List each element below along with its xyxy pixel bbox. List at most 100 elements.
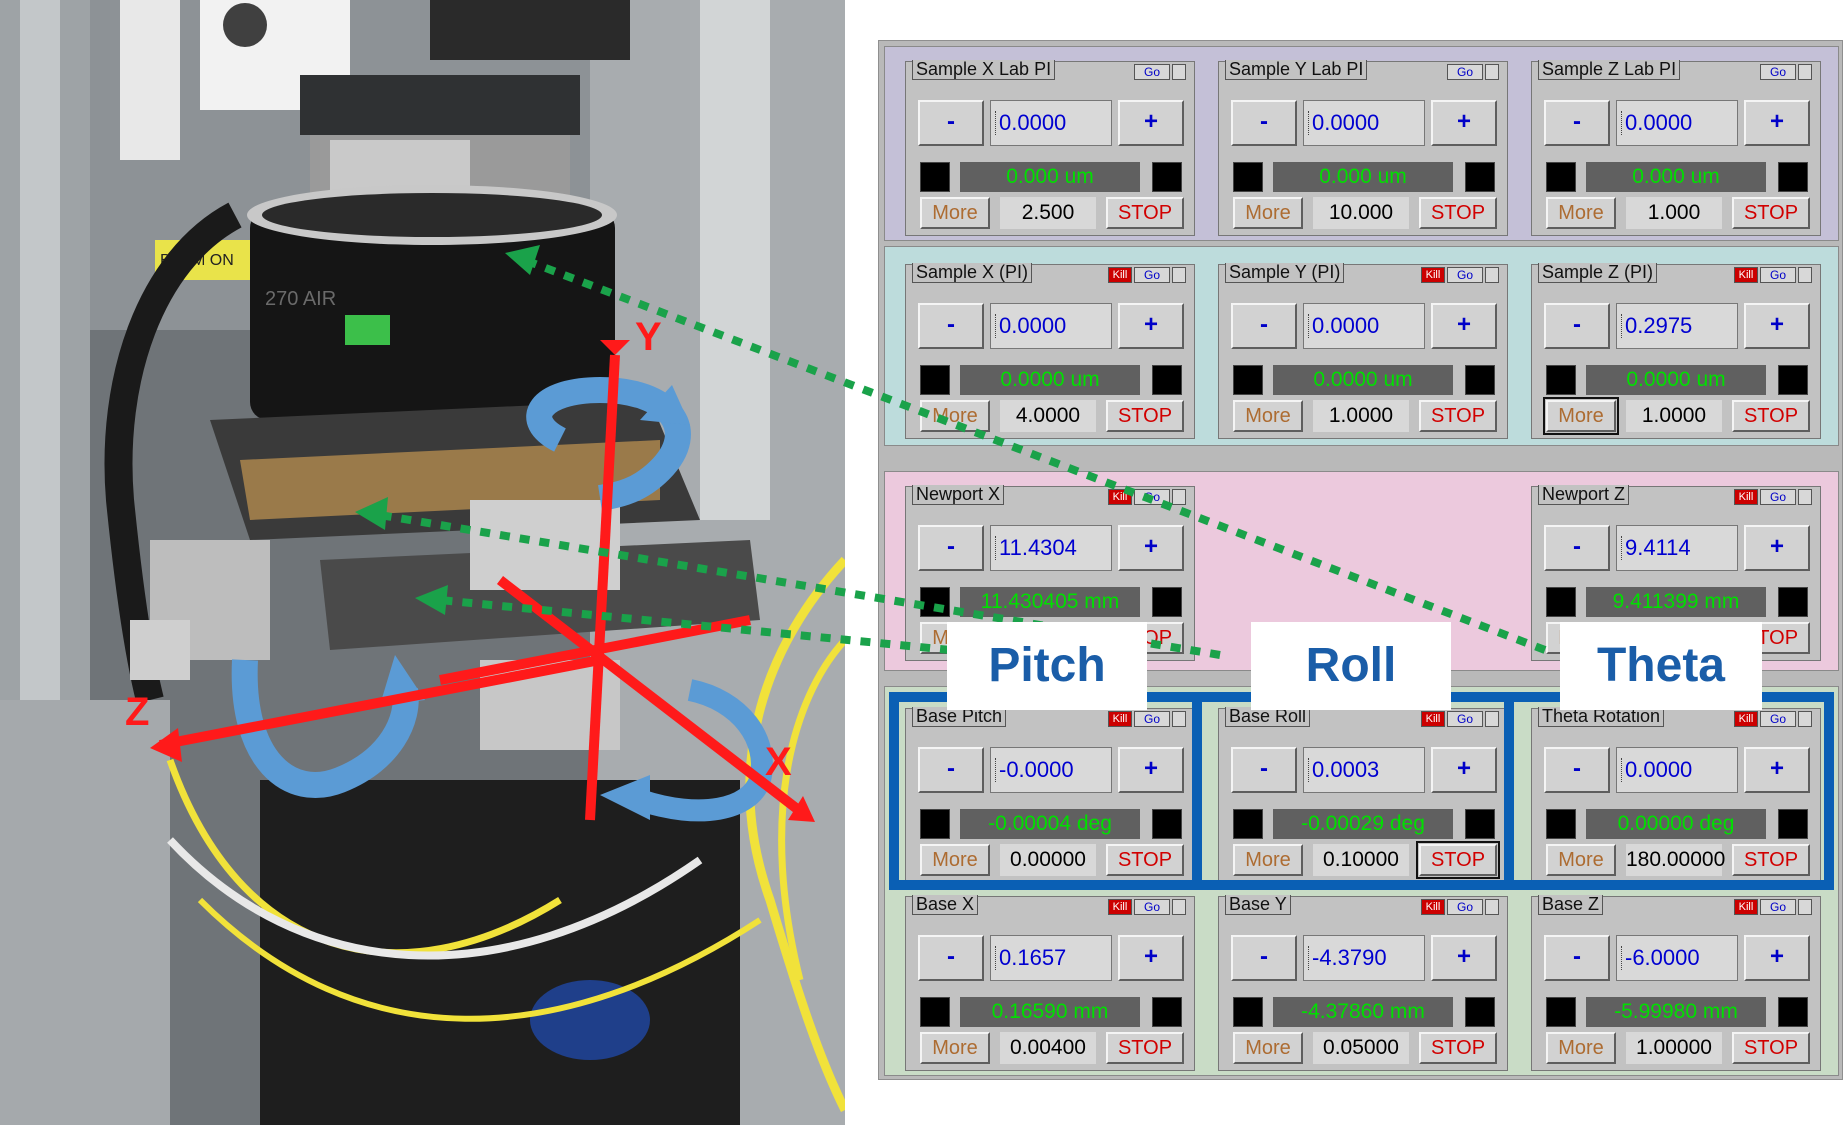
tweak-value-field[interactable]: 180.00000 bbox=[1626, 844, 1725, 876]
setpoint-input[interactable]: 0.0000 bbox=[1616, 747, 1738, 793]
decrement-button[interactable]: - bbox=[1231, 747, 1297, 793]
tweak-value-field[interactable]: 0.05000 bbox=[1313, 1032, 1409, 1064]
stop-button[interactable]: STOP bbox=[1732, 1032, 1810, 1064]
go-toggle[interactable] bbox=[1485, 711, 1499, 727]
setpoint-input[interactable]: 0.2975 bbox=[1616, 303, 1738, 349]
go-button[interactable]: Go bbox=[1134, 64, 1170, 80]
more-button[interactable]: More bbox=[920, 1032, 990, 1064]
decrement-button[interactable]: - bbox=[1544, 100, 1610, 146]
decrement-button[interactable]: - bbox=[1231, 935, 1297, 981]
tweak-value-field[interactable]: 1.0000 bbox=[1313, 400, 1409, 432]
decrement-button[interactable]: - bbox=[1544, 525, 1610, 571]
kill-button[interactable]: Kill bbox=[1421, 711, 1445, 727]
decrement-button[interactable]: - bbox=[1544, 747, 1610, 793]
kill-button[interactable]: Kill bbox=[1421, 899, 1445, 915]
stop-button[interactable]: STOP bbox=[1106, 844, 1184, 876]
tweak-value-field[interactable]: 1.0000 bbox=[1626, 400, 1722, 432]
go-toggle[interactable] bbox=[1798, 899, 1812, 915]
setpoint-input[interactable]: 0.0000 bbox=[990, 100, 1112, 146]
go-toggle[interactable] bbox=[1172, 64, 1186, 80]
more-button[interactable]: More bbox=[1233, 400, 1303, 432]
kill-button[interactable]: Kill bbox=[1734, 899, 1758, 915]
increment-button[interactable]: + bbox=[1744, 525, 1810, 571]
increment-button[interactable]: + bbox=[1431, 303, 1497, 349]
stop-button[interactable]: STOP bbox=[1416, 841, 1500, 879]
decrement-button[interactable]: - bbox=[1544, 935, 1610, 981]
increment-button[interactable]: + bbox=[1118, 100, 1184, 146]
go-button[interactable]: Go bbox=[1760, 899, 1796, 915]
go-toggle[interactable] bbox=[1485, 267, 1499, 283]
increment-button[interactable]: + bbox=[1118, 747, 1184, 793]
increment-button[interactable]: + bbox=[1118, 525, 1184, 571]
tweak-value-field[interactable]: 4.0000 bbox=[1000, 400, 1096, 432]
more-button[interactable]: More bbox=[920, 844, 990, 876]
more-button[interactable]: More bbox=[1233, 844, 1303, 876]
setpoint-input[interactable]: -0.0000 bbox=[990, 747, 1112, 793]
decrement-button[interactable]: - bbox=[1231, 100, 1297, 146]
kill-button[interactable]: Kill bbox=[1108, 711, 1132, 727]
go-button[interactable]: Go bbox=[1447, 64, 1483, 80]
go-toggle[interactable] bbox=[1485, 899, 1499, 915]
stop-button[interactable]: STOP bbox=[1732, 400, 1810, 432]
kill-button[interactable]: Kill bbox=[1108, 267, 1132, 283]
stop-button[interactable]: STOP bbox=[1419, 400, 1497, 432]
stop-button[interactable]: STOP bbox=[1106, 400, 1184, 432]
stop-button[interactable]: STOP bbox=[1106, 1032, 1184, 1064]
stop-button[interactable]: STOP bbox=[1732, 844, 1810, 876]
decrement-button[interactable]: - bbox=[918, 525, 984, 571]
more-button[interactable]: More bbox=[1546, 1032, 1616, 1064]
go-button[interactable]: Go bbox=[1760, 64, 1796, 80]
tweak-value-field[interactable]: 1.000 bbox=[1626, 197, 1722, 229]
go-toggle[interactable] bbox=[1798, 489, 1812, 505]
setpoint-input[interactable]: 0.0000 bbox=[1303, 100, 1425, 146]
go-toggle[interactable] bbox=[1172, 711, 1186, 727]
increment-button[interactable]: + bbox=[1744, 747, 1810, 793]
setpoint-input[interactable]: 9.4114 bbox=[1616, 525, 1738, 571]
go-button[interactable]: Go bbox=[1447, 267, 1483, 283]
go-button[interactable]: Go bbox=[1134, 711, 1170, 727]
tweak-value-field[interactable]: 10.000 bbox=[1313, 197, 1409, 229]
more-button[interactable]: More bbox=[920, 400, 990, 432]
kill-button[interactable]: Kill bbox=[1421, 267, 1445, 283]
tweak-value-field[interactable]: 0.00400 bbox=[1000, 1032, 1096, 1064]
go-button[interactable]: Go bbox=[1447, 711, 1483, 727]
setpoint-input[interactable]: 0.0000 bbox=[990, 303, 1112, 349]
increment-button[interactable]: + bbox=[1431, 100, 1497, 146]
setpoint-input[interactable]: -4.3790 bbox=[1303, 935, 1425, 981]
increment-button[interactable]: + bbox=[1431, 747, 1497, 793]
stop-button[interactable]: STOP bbox=[1419, 197, 1497, 229]
go-toggle[interactable] bbox=[1798, 711, 1812, 727]
kill-button[interactable]: Kill bbox=[1108, 489, 1132, 505]
kill-button[interactable]: Kill bbox=[1734, 267, 1758, 283]
increment-button[interactable]: + bbox=[1744, 303, 1810, 349]
go-button[interactable]: Go bbox=[1134, 267, 1170, 283]
increment-button[interactable]: + bbox=[1744, 100, 1810, 146]
decrement-button[interactable]: - bbox=[1231, 303, 1297, 349]
go-toggle[interactable] bbox=[1798, 267, 1812, 283]
kill-button[interactable]: Kill bbox=[1108, 899, 1132, 915]
go-button[interactable]: Go bbox=[1760, 267, 1796, 283]
decrement-button[interactable]: - bbox=[918, 747, 984, 793]
increment-button[interactable]: + bbox=[1744, 935, 1810, 981]
tweak-value-field[interactable]: 1.00000 bbox=[1626, 1032, 1722, 1064]
go-toggle[interactable] bbox=[1172, 267, 1186, 283]
kill-button[interactable]: Kill bbox=[1734, 489, 1758, 505]
setpoint-input[interactable]: 0.0000 bbox=[1303, 303, 1425, 349]
stop-button[interactable]: STOP bbox=[1106, 197, 1184, 229]
go-button[interactable]: Go bbox=[1134, 489, 1170, 505]
more-button[interactable]: More bbox=[1546, 197, 1616, 229]
tweak-value-field[interactable]: 0.00000 bbox=[1000, 844, 1096, 876]
decrement-button[interactable]: - bbox=[1544, 303, 1610, 349]
go-toggle[interactable] bbox=[1485, 64, 1499, 80]
kill-button[interactable]: Kill bbox=[1734, 711, 1758, 727]
decrement-button[interactable]: - bbox=[918, 303, 984, 349]
decrement-button[interactable]: - bbox=[918, 935, 984, 981]
go-toggle[interactable] bbox=[1172, 489, 1186, 505]
setpoint-input[interactable]: 0.0003 bbox=[1303, 747, 1425, 793]
stop-button[interactable]: STOP bbox=[1732, 197, 1810, 229]
setpoint-input[interactable]: 0.1657 bbox=[990, 935, 1112, 981]
go-button[interactable]: Go bbox=[1760, 711, 1796, 727]
go-button[interactable]: Go bbox=[1760, 489, 1796, 505]
stop-button[interactable]: STOP bbox=[1419, 1032, 1497, 1064]
tweak-value-field[interactable]: 2.500 bbox=[1000, 197, 1096, 229]
